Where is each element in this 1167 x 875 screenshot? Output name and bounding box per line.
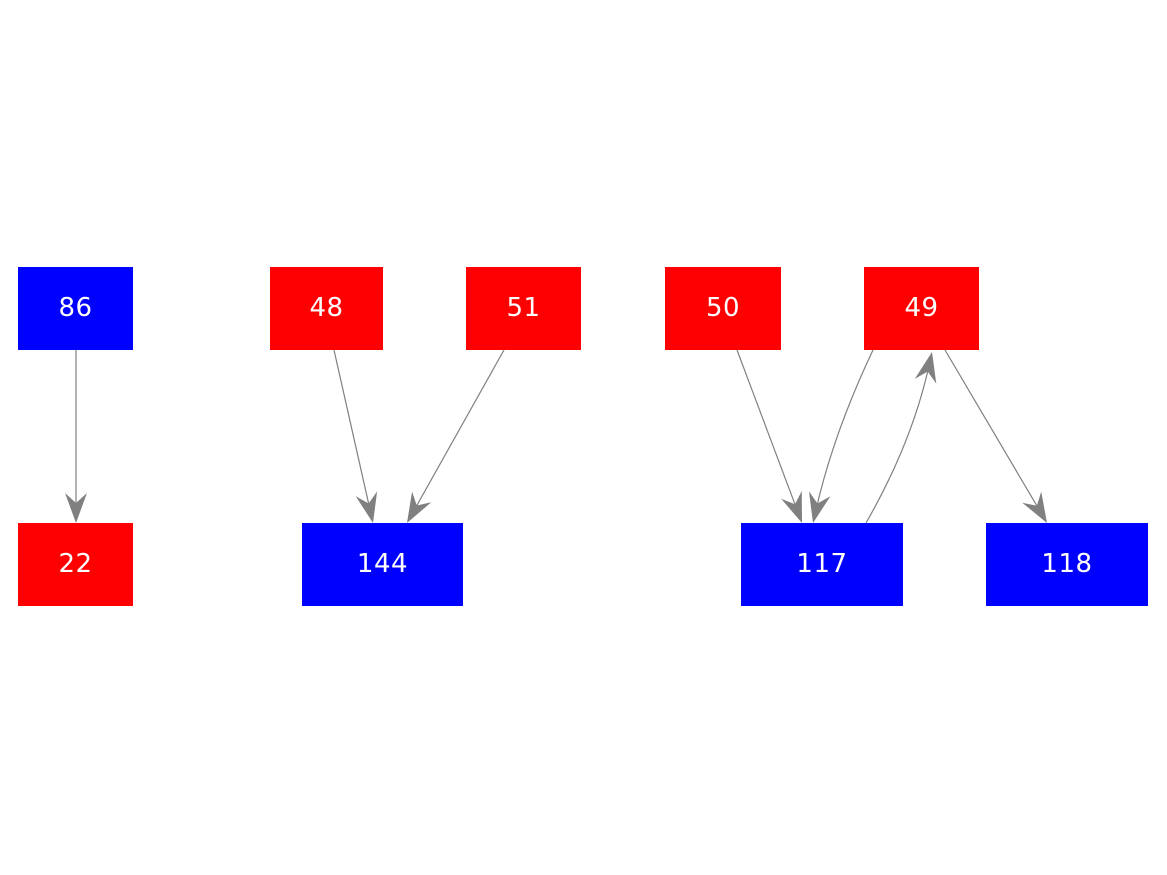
edge-arrowhead — [1022, 491, 1047, 523]
graph-node-50[interactable]: 50 — [665, 267, 781, 350]
graph-node-label: 48 — [309, 292, 344, 323]
edge-arrowhead — [65, 493, 87, 523]
graph-node-22[interactable]: 22 — [18, 523, 133, 606]
graph-node-118[interactable]: 118 — [986, 523, 1148, 606]
edge-line — [413, 349, 505, 511]
edge-line — [944, 349, 1041, 511]
graph-node-51[interactable]: 51 — [466, 267, 581, 350]
graph-node-label: 144 — [356, 548, 409, 579]
graph-node-label: 118 — [1041, 548, 1093, 579]
graph-edge — [407, 349, 505, 523]
graph-node-48[interactable]: 48 — [270, 267, 383, 350]
edge-arrowhead — [355, 491, 378, 523]
graph-edge — [333, 349, 378, 523]
graph-edge — [944, 349, 1047, 523]
graph-edge — [736, 349, 802, 523]
edge-line — [815, 349, 874, 510]
graph-node-label: 86 — [58, 292, 93, 323]
edge-arrowhead — [914, 352, 937, 384]
graph-node-86[interactable]: 86 — [18, 267, 133, 350]
edge-arrowhead — [407, 491, 432, 523]
graph-node-label: 50 — [705, 292, 741, 323]
edge-arrowhead — [808, 491, 831, 523]
edge-line — [865, 365, 930, 524]
graph-node-label: 117 — [796, 548, 848, 579]
graph-node-49[interactable]: 49 — [864, 267, 979, 350]
graph-node-label: 22 — [58, 548, 93, 579]
graph-node-label: 51 — [506, 292, 541, 323]
graph-edge — [808, 349, 874, 523]
graph-node-117[interactable]: 117 — [741, 523, 903, 606]
graph-node-144[interactable]: 144 — [302, 523, 463, 606]
graph-edge — [865, 352, 937, 524]
graph-node-label: 49 — [904, 292, 939, 323]
graph-edge — [65, 349, 87, 523]
edge-arrowhead — [781, 491, 802, 523]
edge-line — [333, 349, 371, 510]
edge-line — [736, 349, 798, 510]
